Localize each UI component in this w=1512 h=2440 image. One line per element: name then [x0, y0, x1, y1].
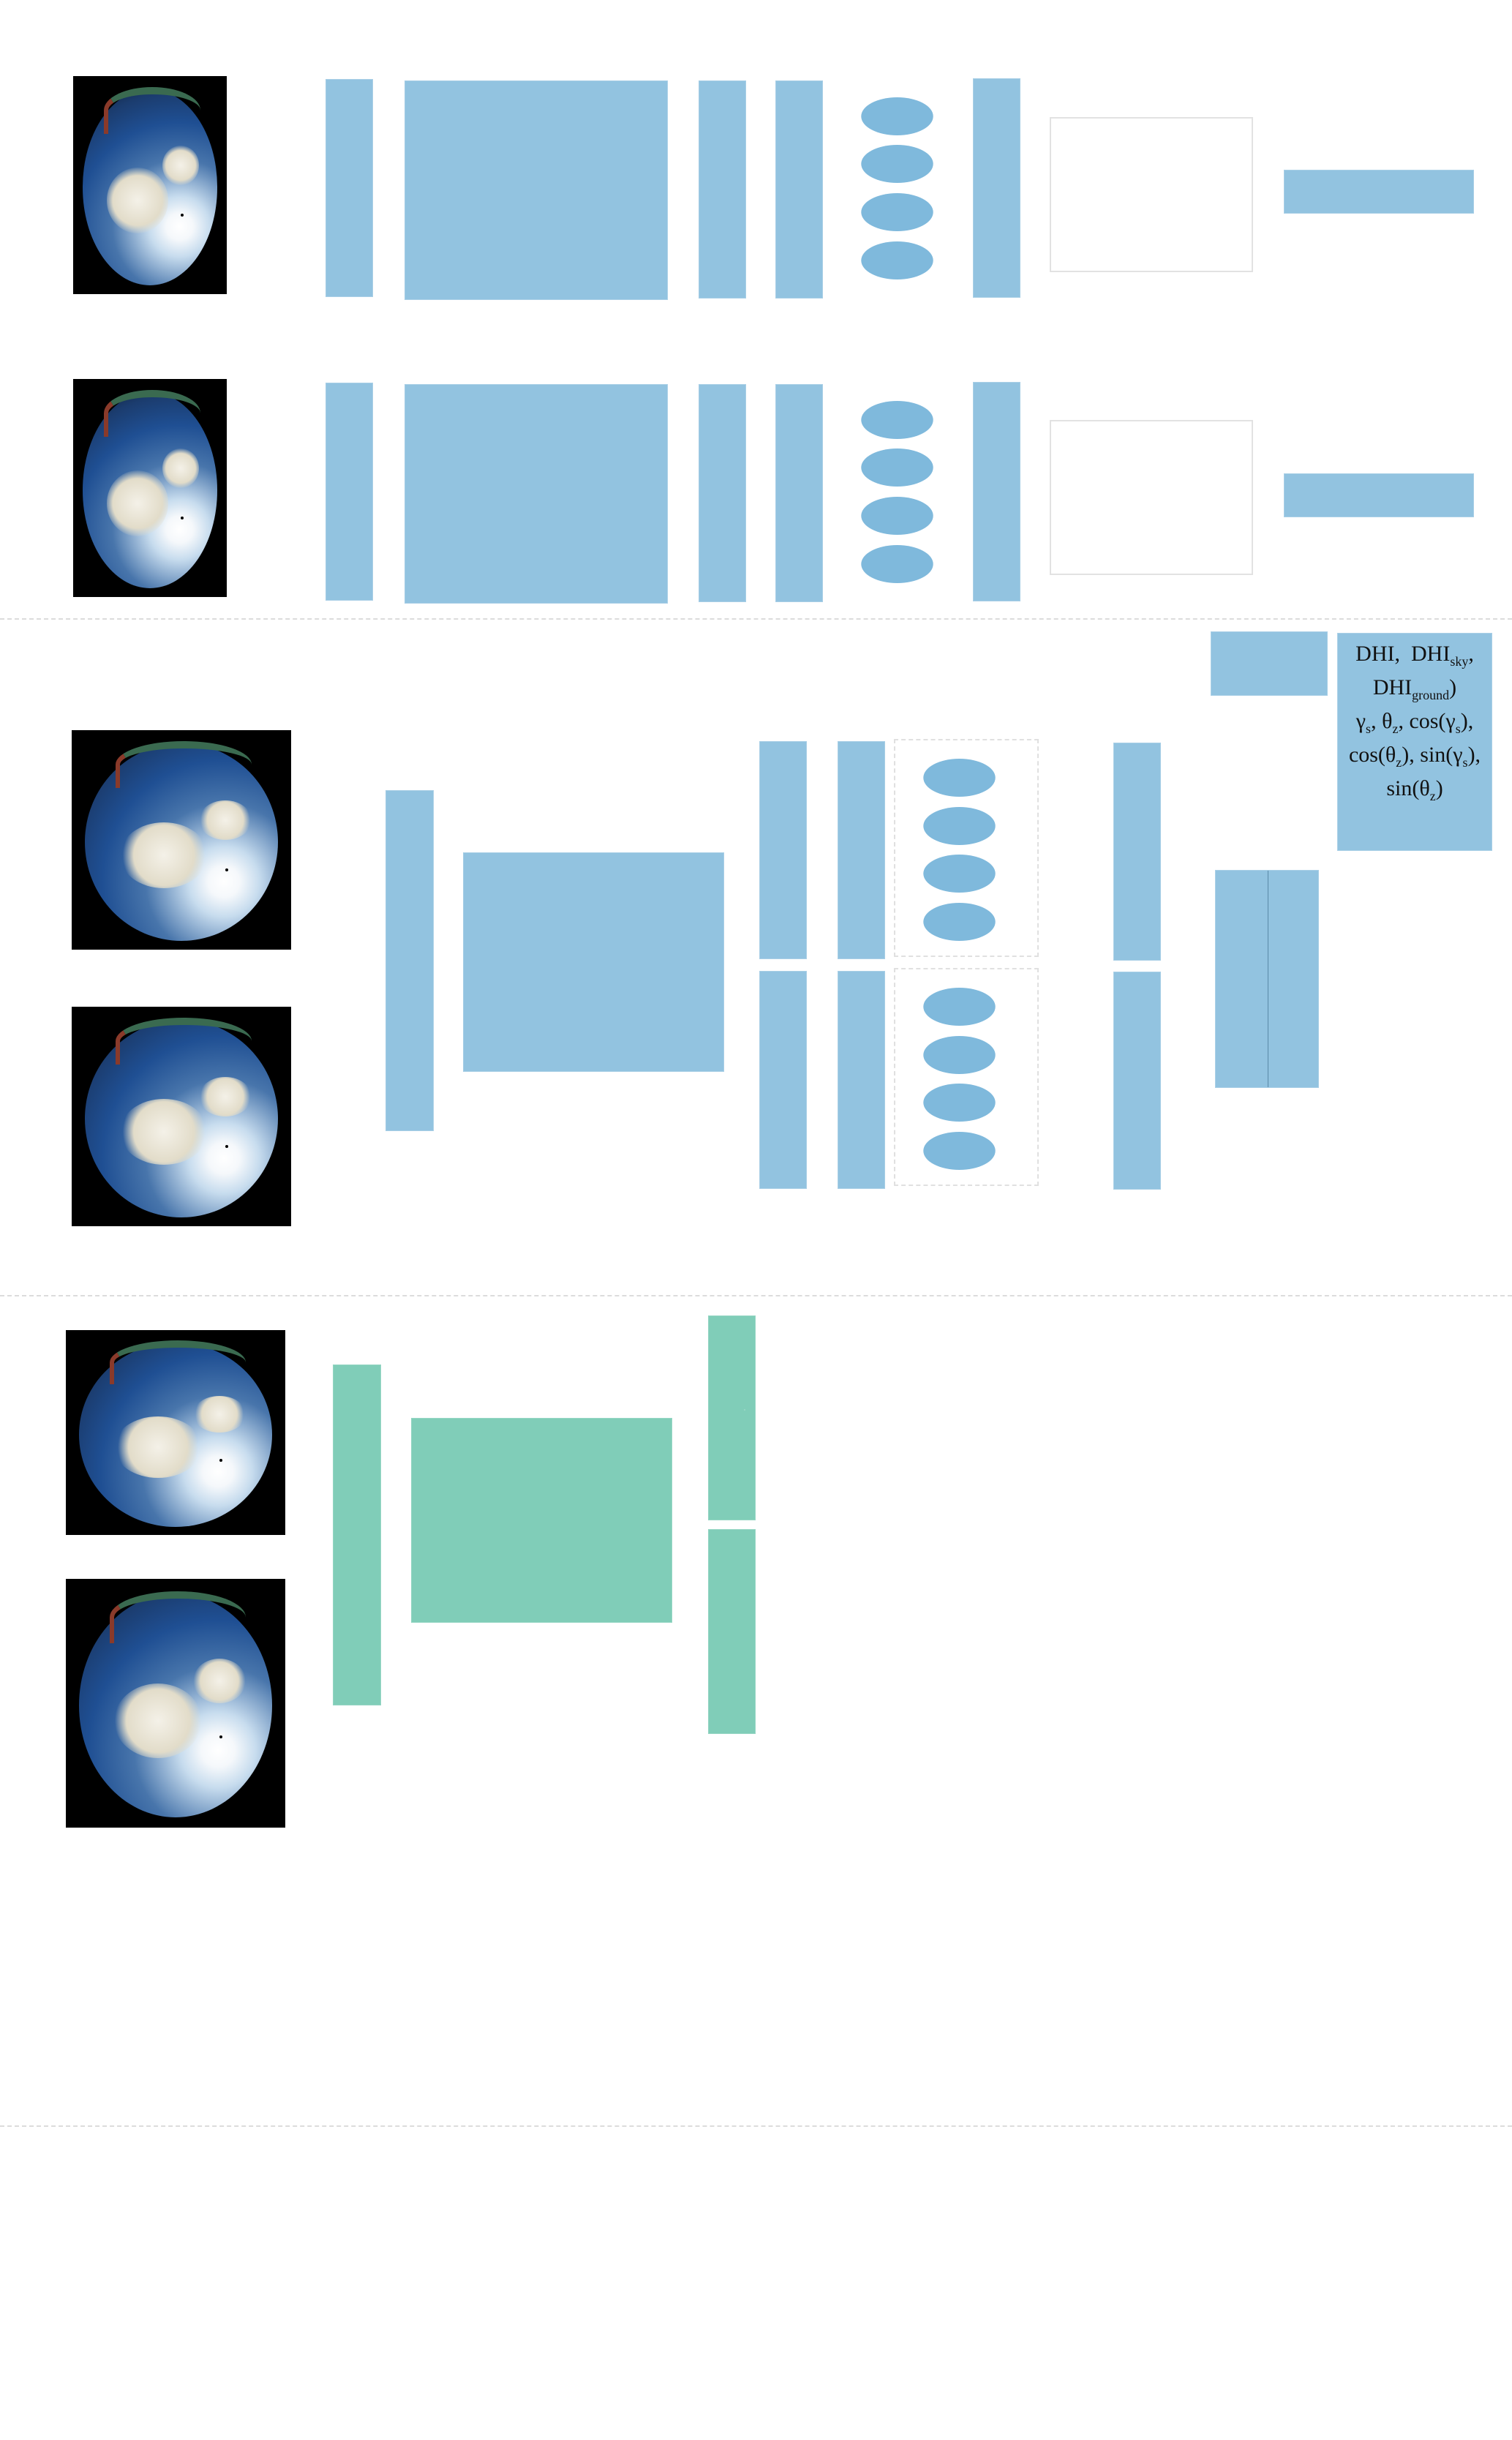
- sky-image: [73, 379, 227, 597]
- global-average-pooling: [775, 80, 823, 299]
- param-log-tau: [861, 241, 933, 279]
- param-log-tau: [923, 903, 996, 941]
- x1-ghi-group: [894, 739, 1039, 957]
- section-separator: [0, 1295, 1512, 1296]
- param-gamma: [861, 193, 933, 231]
- feature-vector: [708, 1315, 756, 1520]
- sinharcsinh-distribution: [973, 382, 1020, 601]
- input-layer: [333, 1364, 381, 1705]
- param-log-sigma: [861, 448, 933, 487]
- param-mu: [861, 401, 933, 439]
- input-layer: [326, 79, 373, 297]
- param-mu: [861, 97, 933, 135]
- feature-vector: [699, 384, 746, 602]
- sky-image: [72, 1007, 291, 1226]
- pdf-plot: [1050, 420, 1253, 575]
- global-average-pooling: [775, 384, 823, 602]
- sinharcsinh-distribution: [973, 78, 1020, 298]
- section-separator: [0, 618, 1512, 620]
- feature-vector: [759, 971, 807, 1189]
- resnet-encoder: [463, 852, 724, 1072]
- input-layer: [385, 790, 434, 1131]
- feature-vector: [759, 741, 807, 959]
- sky-image: [72, 730, 291, 950]
- resnet-encoder: [405, 384, 668, 604]
- param-mu: [923, 759, 996, 797]
- resnet-encoder: [411, 1418, 672, 1623]
- variability-parameters: [1211, 631, 1328, 696]
- param-log-sigma: [861, 145, 933, 183]
- param-log-tau: [861, 545, 933, 583]
- input-layer: [326, 383, 373, 601]
- global-average-pooling: [838, 971, 885, 1189]
- sky-image: [66, 1579, 285, 1828]
- param-gamma: [923, 1084, 996, 1122]
- pdf-plot: [1050, 117, 1253, 272]
- param-gamma: [861, 497, 933, 535]
- param-gamma: [923, 855, 996, 893]
- section-separator: [0, 2125, 1512, 2127]
- clear-sky-parameters: DHI, DHIsky, DHIground) γs, θz, cos(γs),…: [1337, 633, 1492, 851]
- param-log-sigma: [923, 1036, 996, 1074]
- concatenate-block: [1113, 972, 1161, 1190]
- global-average-pooling: [838, 741, 885, 959]
- param-mu: [923, 988, 996, 1026]
- sky-image: [73, 76, 227, 294]
- ghi-output-box: [1284, 473, 1474, 517]
- feature-vector: [699, 80, 746, 299]
- concatenate-pair-block: [1215, 870, 1319, 1088]
- concatenate-block: [1113, 743, 1161, 961]
- param-log-tau: [923, 1132, 996, 1170]
- param-log-sigma: [923, 807, 996, 845]
- sky-image: [66, 1330, 285, 1535]
- ghi-output-box: [1284, 170, 1474, 214]
- feature-vector: [708, 1529, 756, 1734]
- x1-ghi-group: [894, 968, 1039, 1186]
- resnet-encoder: [405, 80, 668, 300]
